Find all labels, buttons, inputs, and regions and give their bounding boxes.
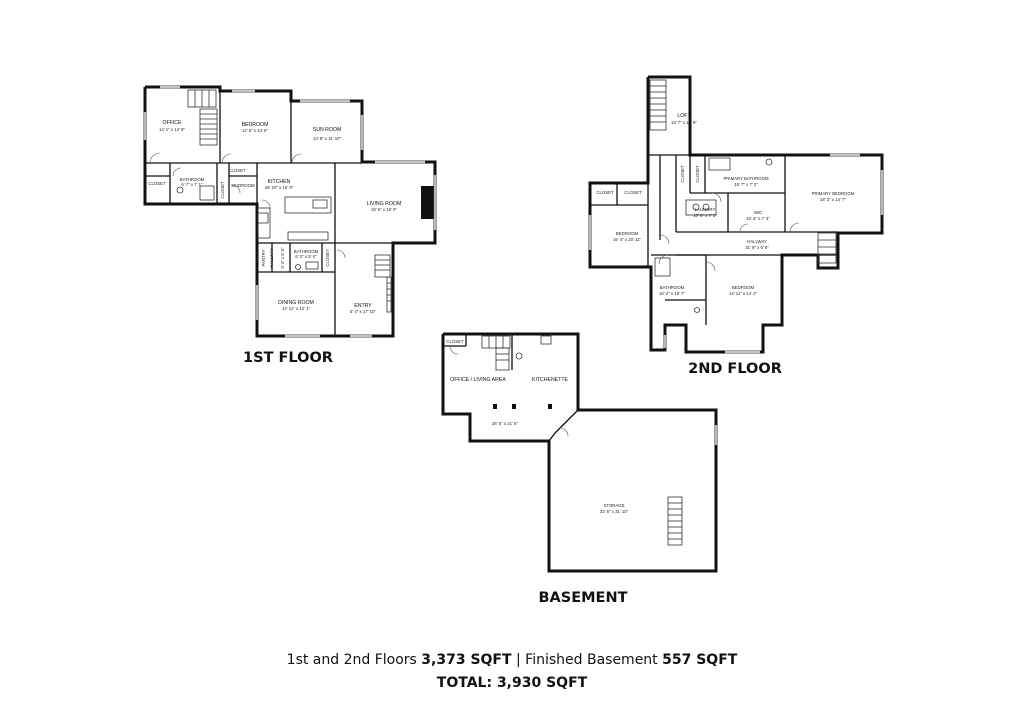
room-closet3-name: CLOSET [220, 181, 225, 199]
room-basement-office-name: OFFICE / LIVING AREA [450, 377, 506, 383]
second-floor-label: 2ND FLOOR [688, 361, 782, 377]
room-bathroom1-name: BATHROOM [180, 177, 205, 182]
room-bedroom-dim: 12' 5" x 14' 6" [242, 128, 268, 133]
room-primary-bath-dim: 15' 7" x 7' 2" [734, 182, 758, 187]
room-bathroom2-name: BATHROOM [294, 249, 319, 254]
room-bathroom-name: BATHROOM [660, 285, 685, 290]
room-storage-dim: 33' 6" x 31' 10" [600, 509, 629, 514]
room-entry-name: ENTRY [354, 303, 372, 309]
room-sunroom-name: SUN ROOM [313, 127, 342, 133]
room-primary-bath-name: PRIMARY BATHROOM [723, 176, 769, 181]
room-wic-name: WIC [754, 210, 762, 215]
room-entry-dim: 5' 4" x 17' 10" [350, 309, 376, 314]
room-hallway-dim: 3' 4" x 5' 5" [280, 247, 285, 269]
total-square-footage: TOTAL: 3,930 SQFT [436, 675, 588, 691]
room-bedroom-s-name: BEDROOM [732, 285, 755, 290]
room-bedroom-w-dim: 16' 4" x 20' 11" [613, 237, 641, 242]
square-footage-summary: 1st and 2nd Floors 3,373 SQFT | Finished… [0, 652, 1024, 668]
room-closet4-name: CLOSET [325, 249, 330, 267]
room-laundry-name: LAUNDRY [695, 207, 716, 212]
room-basement-closet-name: CLOSET [446, 339, 464, 344]
summary-floors-text: 1st and 2nd Floors [286, 652, 422, 668]
room-kitchenette-name: KITCHENETTE [532, 377, 569, 383]
room-bedroom-name: BEDROOM [242, 122, 269, 128]
room-mudroom-name: MUDROOM [231, 183, 255, 188]
room-kitchen-name: KITCHEN [268, 179, 291, 185]
room-bathroom-dim: 10' 2" x 18' 7" [659, 291, 685, 296]
room-laundry-dim: 10' 6" x 7' 3" [693, 213, 717, 218]
room-closet1-name: CLOSET [148, 181, 166, 186]
room-wic-dim: 10' 6" x 7' 3" [746, 216, 770, 221]
room-closet-a-name: CLOSET [596, 190, 614, 195]
room-dining-dim: 14' 11" x 12' 1" [282, 306, 310, 311]
room-dining-name: DINING ROOM [278, 300, 314, 306]
room-basement-area-dim: 26' 5" x 21' 6" [492, 421, 518, 426]
room-hallway-name: HALLWAY [269, 248, 274, 268]
summary-floors-value: 3,373 SQFT [421, 652, 512, 668]
room-bedroom-s-dim: 14' 11" x 14' 2" [729, 291, 757, 296]
room-closet-c-name: CLOSET [680, 165, 685, 183]
summary-basement-text: | Finished Basement [511, 652, 663, 668]
room-loft-dim: 13' 7" x 14' 9" [671, 120, 697, 125]
room-living-dim: 19' 6" x 15' 0" [371, 207, 397, 212]
room-closet-b-name: CLOSET [624, 190, 642, 195]
room-living-name: LIVING ROOM [367, 201, 402, 207]
room-primary-bed-name: PRIMARY BEDROOM [812, 191, 855, 196]
room-closet-d-name: CLOSET [695, 165, 700, 183]
room-hallway2-dim: 31' 9" x 6' 8" [745, 245, 769, 250]
room-kitchen-dim: 26' 10" x 15' 9" [265, 185, 294, 190]
summary-basement-value: 557 SQFT [662, 652, 738, 668]
room-bathroom1-dim: 6' 7" x 7' 1" [181, 182, 203, 187]
room-storage-name: STORAGE [604, 503, 625, 508]
room-primary-bed-dim: 18' 3" x 14' 7" [820, 197, 846, 202]
second-floor-plan: LOFT 13' 7" x 14' 9" CLOSET CLOSET CLOSE… [588, 75, 884, 377]
room-bedroom-w-name: BEDROOM [616, 231, 639, 236]
basement-outer-wall [441, 332, 718, 573]
room-sunroom-dim: 13' 8" x 11' 10" [313, 136, 341, 141]
basement-plan: CLOSET OFFICE / LIVING AREA KITCHENETTE … [441, 332, 718, 606]
first-floor-plan: OFFICE 14' 1" x 14' 9" BEDROOM 12' 5" x … [143, 85, 437, 366]
room-loft-name: LOFT [677, 113, 691, 119]
first-floor-label: 1ST FLOOR [243, 350, 333, 366]
room-office-dim: 14' 1" x 14' 9" [159, 127, 185, 132]
room-closet2-name: CLOSET [228, 168, 246, 173]
room-bathroom2-dim: 6' 2" x 5' 0" [295, 254, 317, 259]
room-hallway2-name: HALLWAY [747, 239, 767, 244]
basement-label: BASEMENT [539, 590, 628, 606]
room-pantry-name: PANTRY [261, 249, 266, 266]
room-office-name: OFFICE [162, 120, 182, 126]
second-floor-outer-wall [588, 75, 884, 354]
